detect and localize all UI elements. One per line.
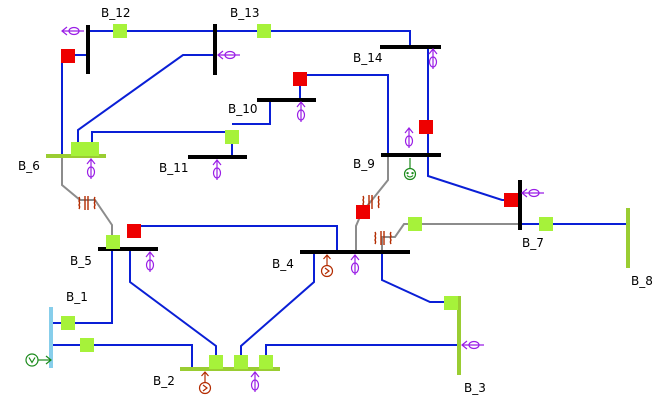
breaker-closed-icon[interactable]	[225, 130, 239, 144]
breaker-closed-icon[interactable]	[71, 142, 85, 156]
breaker-open-icon[interactable]	[504, 193, 518, 207]
generator-icon[interactable]	[320, 254, 334, 278]
breaker-closed-icon[interactable]	[539, 217, 553, 231]
breaker-closed-icon[interactable]	[444, 296, 458, 310]
generators	[25, 158, 417, 395]
bus-label-b5: B_5	[70, 254, 92, 268]
load-arrow-icon[interactable]	[461, 340, 484, 350]
breakers	[61, 24, 553, 369]
transformers	[78, 195, 392, 245]
bus-label-b8: B_8	[631, 274, 653, 288]
load-arrow-icon[interactable]	[521, 188, 544, 198]
breaker-closed-icon[interactable]	[259, 355, 273, 369]
lines	[51, 30, 628, 369]
load-arrow-icon[interactable]	[212, 159, 222, 180]
bus-label-b2: B_2	[153, 374, 175, 388]
bus-label-b1: B_1	[66, 290, 88, 304]
bus-label-b6: B_6	[18, 159, 40, 173]
bus-label-b9: B_9	[353, 157, 375, 171]
transformer-line-b4-b7[interactable]	[381, 223, 520, 252]
line-b5-b2[interactable]	[129, 249, 217, 369]
bus-label-b4: B_4	[272, 257, 294, 271]
bus-label-b7: B_7	[522, 236, 544, 250]
line-b10-b11[interactable]	[232, 100, 271, 125]
breaker-closed-icon[interactable]	[408, 217, 422, 231]
line-b2-b3[interactable]	[265, 344, 459, 369]
breaker-open-icon[interactable]	[127, 224, 141, 238]
breaker-closed-icon[interactable]	[234, 355, 248, 369]
bus-label-b10: B_10	[228, 102, 258, 116]
generator-icon[interactable]	[198, 371, 212, 395]
breaker-open-icon[interactable]	[356, 205, 370, 219]
breaker-closed-icon[interactable]	[257, 24, 271, 38]
line-b5-b4[interactable]	[133, 225, 338, 252]
transformer-icon[interactable]	[374, 231, 392, 245]
load-arrow-icon[interactable]	[145, 251, 155, 272]
bus-label-b11: B_11	[159, 161, 189, 175]
bus-labels: B_12 B_13 B_14 B_10 B_6 B_11 B_9 B_7 B_8…	[18, 6, 653, 395]
load-arrow-icon[interactable]	[217, 50, 240, 60]
load-arrow-icon[interactable]	[296, 101, 306, 122]
load-arrow-icon[interactable]	[404, 127, 414, 148]
bus-label-b13: B_13	[230, 6, 260, 20]
breaker-open-icon[interactable]	[61, 49, 75, 63]
bus-label-b12: B_12	[101, 6, 131, 20]
line-b1-b2[interactable]	[51, 344, 193, 369]
line-b4-b3[interactable]	[381, 252, 459, 303]
transformer-line-b6-b5[interactable]	[61, 156, 113, 249]
load-arrow-icon[interactable]	[86, 158, 96, 179]
breaker-closed-icon[interactable]	[209, 355, 223, 369]
breaker-closed-icon[interactable]	[80, 338, 94, 352]
line-b10-b9[interactable]	[299, 74, 389, 155]
breaker-open-icon[interactable]	[293, 72, 307, 86]
breaker-open-icon[interactable]	[419, 120, 433, 134]
slack-generator-icon[interactable]	[25, 353, 52, 367]
load-arrow-icon[interactable]	[61, 26, 84, 36]
load-arrow-icon[interactable]	[428, 48, 438, 69]
breaker-closed-icon[interactable]	[113, 24, 127, 38]
breaker-closed-icon[interactable]	[61, 316, 75, 330]
line-b13-b14[interactable]	[215, 30, 411, 47]
load-arrow-icon[interactable]	[250, 371, 260, 392]
bus-label-b14: B_14	[353, 51, 383, 65]
breaker-closed-icon[interactable]	[106, 235, 120, 249]
load-arrow-icon[interactable]	[350, 254, 360, 275]
line-b6-b13[interactable]	[77, 54, 215, 156]
line-b6-b11[interactable]	[91, 131, 233, 157]
loads	[86, 48, 438, 392]
line-b6-b12[interactable]	[61, 54, 88, 156]
transformer-icon[interactable]	[78, 196, 96, 210]
horizontal-loads	[61, 26, 544, 350]
bus-label-b3: B_3	[464, 381, 486, 395]
breaker-closed-icon[interactable]	[85, 142, 99, 156]
buses	[46, 24, 630, 375]
slack-generator-icon[interactable]	[403, 158, 417, 181]
